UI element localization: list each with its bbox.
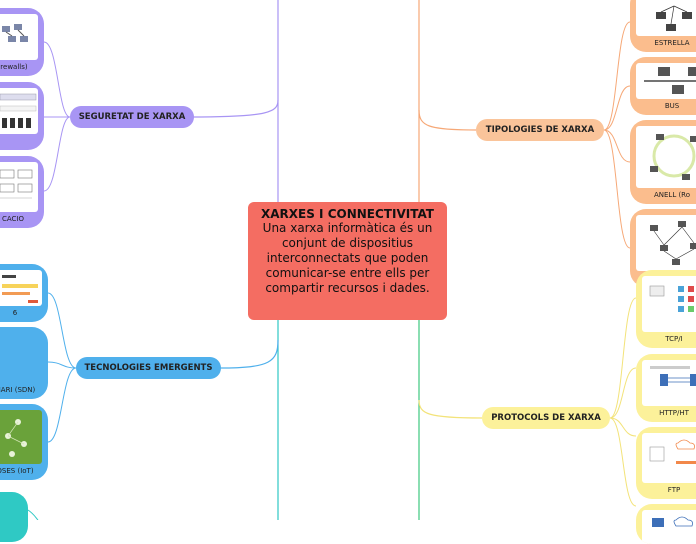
card-vpn[interactable] bbox=[0, 82, 44, 150]
mesh-topology-icon bbox=[650, 221, 696, 265]
card-vpn-label bbox=[0, 134, 44, 148]
vpn-image bbox=[0, 88, 38, 134]
bus-topology-icon bbox=[644, 67, 696, 94]
diagram-icon bbox=[0, 93, 37, 128]
http-diagram-icon bbox=[650, 366, 696, 386]
card-ftp-label: FTP bbox=[667, 486, 681, 494]
card-estrella[interactable]: ESTRELLA bbox=[630, 0, 696, 52]
autenticacio-image bbox=[0, 162, 38, 212]
ipv6-image bbox=[0, 270, 42, 306]
anell-image bbox=[636, 126, 696, 188]
card-sdn[interactable]: MARI (SDN) bbox=[0, 327, 48, 399]
central-topic[interactable]: XARXES I CONNECTIVITAT Una xarxa informà… bbox=[248, 202, 447, 320]
card-autenticacio[interactable]: CACIO bbox=[0, 156, 44, 228]
branch-protocols[interactable]: PROTOCOLS DE XARXA bbox=[482, 407, 610, 429]
card-http[interactable]: HTTP/HT bbox=[636, 354, 696, 422]
card-sdn-label: MARI (SDN) bbox=[0, 386, 36, 394]
iot-image bbox=[0, 410, 42, 464]
connector-lines bbox=[27, 0, 637, 520]
branch-tipologies[interactable]: TIPOLOGIES DE XARXA bbox=[476, 119, 604, 141]
tcpip-diagram-icon bbox=[649, 285, 694, 312]
card-autenticacio-label: CACIO bbox=[1, 215, 24, 223]
central-title: XARXES I CONNECTIVITAT bbox=[261, 207, 434, 221]
card-smtp[interactable] bbox=[636, 504, 696, 544]
branch-tipologies-label: TIPOLOGIES DE XARXA bbox=[485, 125, 595, 135]
card-http-label: HTTP/HT bbox=[659, 409, 689, 417]
smtp-image bbox=[642, 510, 696, 544]
firewall-image bbox=[0, 14, 38, 60]
card-tcpip[interactable]: TCP/I bbox=[636, 270, 696, 348]
card-firewalls-label: irewalls) bbox=[0, 63, 28, 71]
card-anell-label: ANELL (Ro bbox=[653, 191, 691, 199]
ftp-diagram-icon bbox=[649, 439, 696, 464]
network-icon bbox=[2, 24, 28, 42]
card-estrella-label: ESTRELLA bbox=[654, 39, 690, 47]
http-image bbox=[642, 360, 696, 406]
card-iot[interactable]: OSES (IoT) bbox=[0, 404, 48, 480]
star-topology-icon bbox=[656, 5, 692, 31]
card-ftp[interactable]: FTP bbox=[636, 427, 696, 499]
card-firewalls[interactable]: irewalls) bbox=[0, 8, 44, 76]
branch-protocols-label: PROTOCOLS DE XARXA bbox=[491, 413, 601, 423]
card-anell[interactable]: ANELL (Ro bbox=[630, 120, 696, 204]
ftp-image bbox=[642, 433, 696, 483]
card-teal[interactable] bbox=[0, 492, 28, 542]
branch-seguretat-label: SEGURETAT DE XARXA bbox=[78, 112, 186, 122]
malla-image bbox=[636, 215, 696, 271]
card-ipv6[interactable]: 6 bbox=[0, 264, 48, 322]
estrella-image bbox=[636, 0, 696, 36]
ipv6-diagram-icon bbox=[2, 275, 38, 303]
iot-icon bbox=[5, 419, 27, 457]
card-ipv6-label: 6 bbox=[12, 309, 18, 317]
card-bus[interactable]: BUS bbox=[630, 57, 696, 115]
ring-topology-icon bbox=[650, 134, 696, 180]
card-iot-label: OSES (IoT) bbox=[0, 467, 34, 475]
central-description: Una xarxa informàtica és un conjunt de d… bbox=[262, 221, 433, 295]
branch-tecnologies-label: TECNOLOGIES EMERGENTS bbox=[84, 363, 213, 373]
tcpip-image bbox=[642, 276, 696, 332]
card-bus-label: BUS bbox=[664, 102, 680, 110]
diagram-icon bbox=[0, 169, 33, 199]
smtp-diagram-icon bbox=[652, 516, 693, 527]
card-tcpip-label: TCP/I bbox=[665, 335, 683, 343]
branch-seguretat[interactable]: SEGURETAT DE XARXA bbox=[70, 106, 194, 128]
branch-tecnologies[interactable]: TECNOLOGIES EMERGENTS bbox=[76, 357, 221, 379]
sdn-image bbox=[0, 333, 42, 383]
bus-image bbox=[636, 63, 696, 99]
